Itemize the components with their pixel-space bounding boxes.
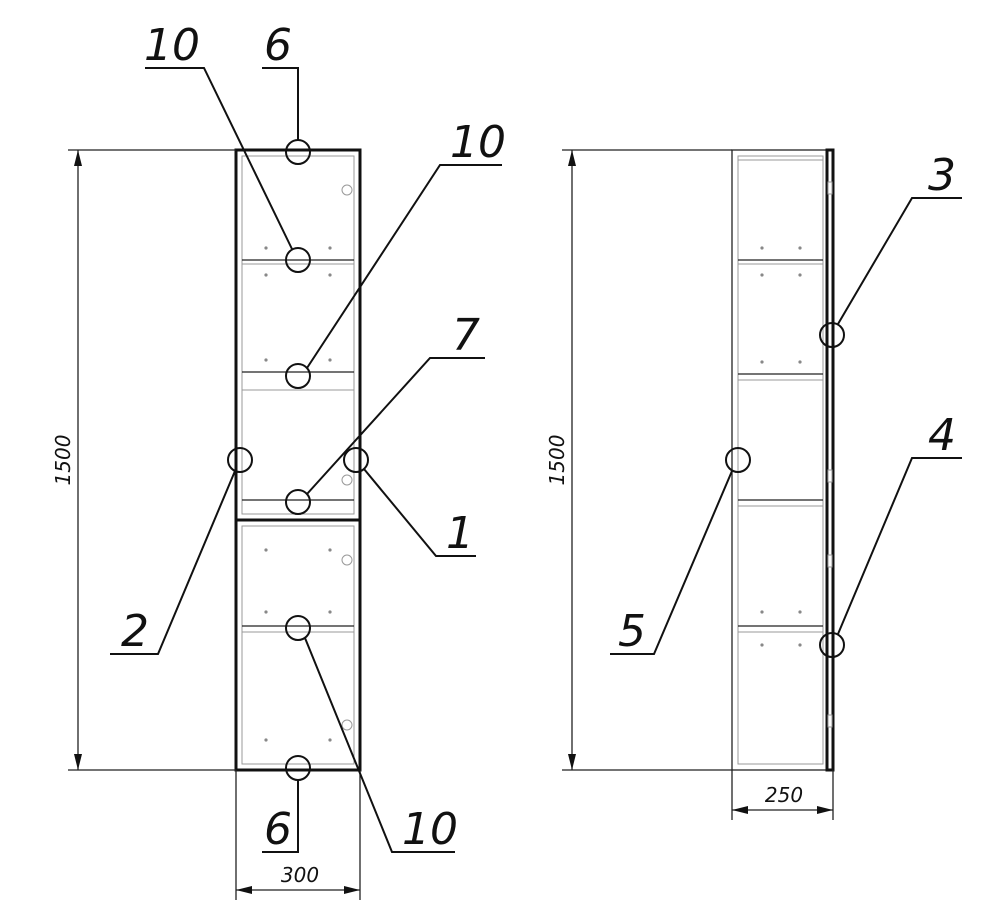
side-door-edge (825, 148, 835, 772)
side-dot (798, 360, 802, 364)
callout-leader-6-bottom (262, 780, 299, 853)
front-cabinet-outline (234, 148, 362, 772)
front-hinge-1 (341, 184, 353, 196)
callout-circle-10-bottom (285, 615, 311, 641)
front-dot (328, 610, 332, 614)
callout-leader-10-mid (306, 164, 502, 369)
front-dot (328, 548, 332, 552)
side-hinge-1 (827, 181, 833, 195)
callout-circle-6-top (285, 139, 311, 165)
front-dot (264, 610, 268, 614)
front-hinge-4 (341, 719, 353, 731)
front-dot (264, 738, 268, 742)
side-dot (760, 273, 764, 277)
front-height-arrow-top (74, 150, 82, 166)
callout-leader-5 (610, 470, 733, 655)
side-body-outline (731, 149, 828, 771)
callout-circle-3 (819, 322, 845, 348)
callout-label-2: 2 (121, 606, 149, 657)
front-dot (264, 358, 268, 362)
callout-label-4: 4 (928, 410, 956, 461)
side-hinge-3 (827, 554, 833, 568)
callout-label-10-bottom: 10 (402, 804, 458, 855)
callout-circle-4 (819, 632, 845, 658)
callout-label-3: 3 (928, 150, 956, 201)
callout-circle-10-top (285, 247, 311, 273)
front-dot (264, 246, 268, 250)
front-width-arrow-right (344, 886, 360, 894)
callout-circle-10-mid (285, 363, 311, 389)
callout-label-1: 1 (446, 508, 474, 559)
front-hinge-3 (341, 554, 353, 566)
callout-leader-10-bottom (304, 637, 455, 853)
callout-circle-7 (285, 489, 311, 515)
side-dot (798, 246, 802, 250)
side-dot (760, 610, 764, 614)
callout-leader-3 (837, 197, 962, 325)
side-dot (798, 643, 802, 647)
side-width-label: 250 (765, 783, 803, 807)
callout-label-5: 5 (618, 606, 646, 657)
callout-label-10-top: 10 (144, 20, 200, 71)
front-dot (264, 273, 268, 277)
front-height-arrow-bottom (74, 754, 82, 770)
front-width-label: 300 (281, 863, 319, 887)
side-dot (760, 360, 764, 364)
side-width-arrow-right (817, 806, 833, 814)
side-inner-panel (737, 155, 824, 765)
front-height-label: 1500 (51, 435, 75, 486)
front-view: 1500 300 10 6 10 7 1 2 6 (51, 20, 506, 900)
side-hinge-4 (827, 714, 833, 728)
front-dot (328, 246, 332, 250)
callout-label-7: 7 (452, 310, 480, 361)
side-dot (760, 643, 764, 647)
side-width-arrow-left (732, 806, 748, 814)
side-dot (798, 273, 802, 277)
callout-circle-5 (725, 447, 751, 473)
side-view: 1500 250 3 4 5 (545, 148, 962, 820)
side-dot (760, 246, 764, 250)
front-dot (264, 548, 268, 552)
side-height-arrow-top (568, 150, 576, 166)
callout-leader-1 (363, 468, 476, 557)
callout-leader-4 (837, 457, 962, 635)
callout-leader-10-top (145, 67, 293, 250)
callout-circle-2 (227, 447, 253, 473)
callout-label-6-top: 6 (264, 20, 292, 71)
callout-circle-1 (343, 447, 369, 473)
callout-circle-6-bottom (285, 755, 311, 781)
front-dot (328, 273, 332, 277)
side-hinge-2 (827, 469, 833, 483)
front-inner-lower (241, 525, 355, 765)
callout-leader-6-top (262, 67, 299, 140)
side-height-arrow-bottom (568, 754, 576, 770)
front-dot (328, 358, 332, 362)
front-width-arrow-left (236, 886, 252, 894)
callout-label-6-bottom: 6 (264, 804, 292, 855)
front-dot (328, 738, 332, 742)
side-height-label: 1500 (545, 435, 569, 486)
callout-leader-7 (306, 357, 485, 495)
callout-label-10-mid: 10 (450, 117, 506, 168)
front-hinge-2 (341, 474, 353, 486)
callout-leader-2 (110, 470, 236, 655)
side-dot (798, 610, 802, 614)
